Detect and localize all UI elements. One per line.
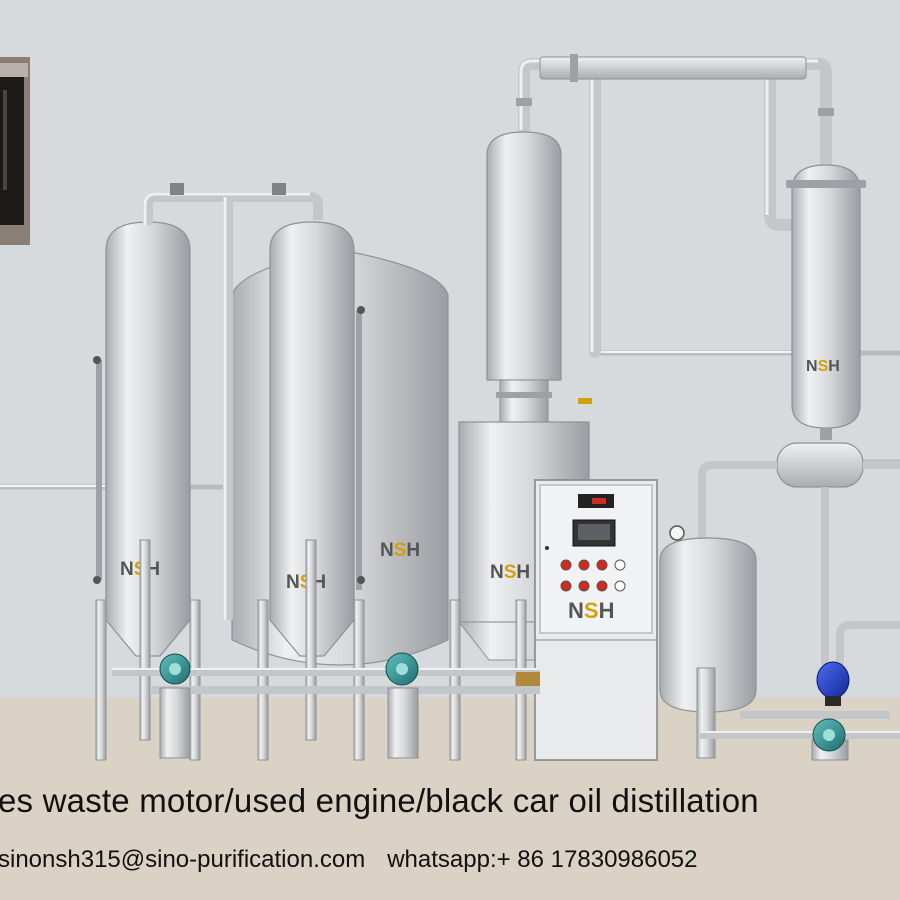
pump-product bbox=[811, 718, 849, 761]
pump-blue bbox=[816, 661, 850, 706]
control-button bbox=[578, 559, 590, 571]
control-cabinet: NSH bbox=[534, 479, 658, 761]
pump-left bbox=[159, 653, 191, 759]
tank-brand-logo: NSH bbox=[380, 540, 420, 561]
reactor-brand-logo: NSH bbox=[490, 562, 530, 583]
pump-middle bbox=[385, 652, 419, 759]
control-button bbox=[596, 580, 608, 592]
condenser: NSH bbox=[786, 164, 866, 440]
control-button bbox=[578, 580, 590, 592]
contact-email[interactable]: sinonsh315@sino-purification.com bbox=[0, 846, 366, 873]
control-button bbox=[614, 559, 626, 571]
column-middle: NSH bbox=[269, 221, 365, 657]
contact-whatsapp[interactable]: whatsapp:+ 86 17830986052 bbox=[387, 846, 698, 873]
vapour-header-jacket bbox=[539, 56, 807, 80]
cabinet-brand-logo: NSH bbox=[568, 598, 614, 623]
control-button bbox=[560, 559, 572, 571]
inset-photo-black-oil bbox=[0, 57, 30, 245]
control-button-grid bbox=[560, 559, 626, 592]
column-top-pipes bbox=[143, 192, 323, 620]
reactor-column: NSH bbox=[457, 131, 592, 661]
control-button bbox=[596, 559, 608, 571]
caption-title: es waste motor/used engine/black car oil… bbox=[0, 782, 759, 819]
vapour-pipe-top bbox=[518, 58, 832, 358]
receiver-tank bbox=[776, 442, 864, 488]
condenser-brand-logo: NSH bbox=[806, 358, 840, 375]
caption-contact: sinonsh315@sino-purification.com whatsapp… bbox=[0, 846, 698, 874]
control-button bbox=[560, 580, 572, 592]
control-button bbox=[614, 580, 626, 592]
